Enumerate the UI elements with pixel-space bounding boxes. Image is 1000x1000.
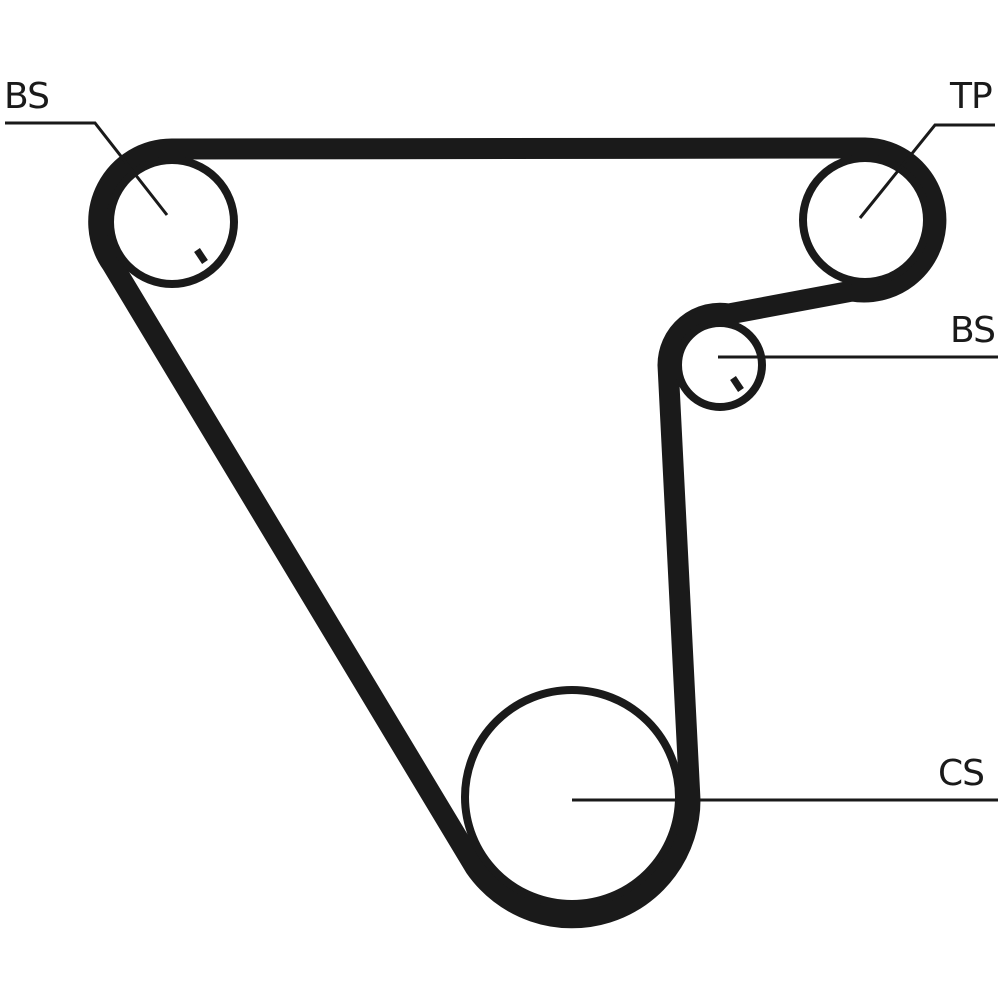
label-bs-right: BS	[950, 310, 996, 351]
timing-belt	[88, 137, 947, 929]
pulley-bs-right	[674, 319, 766, 411]
leader-line-tp	[858, 123, 995, 219]
timing-mark-bs-right	[730, 376, 744, 392]
pulley-bs-top-left	[106, 156, 238, 288]
label-tp: TP	[950, 76, 993, 117]
pulley-tp	[799, 154, 931, 286]
label-bs-top-left: BS	[4, 76, 50, 117]
label-cs: CS	[938, 753, 985, 794]
leader-line-bs-top-left	[5, 121, 169, 216]
timing-mark-bs-top-left	[194, 248, 208, 264]
pulley-cs	[461, 686, 683, 908]
